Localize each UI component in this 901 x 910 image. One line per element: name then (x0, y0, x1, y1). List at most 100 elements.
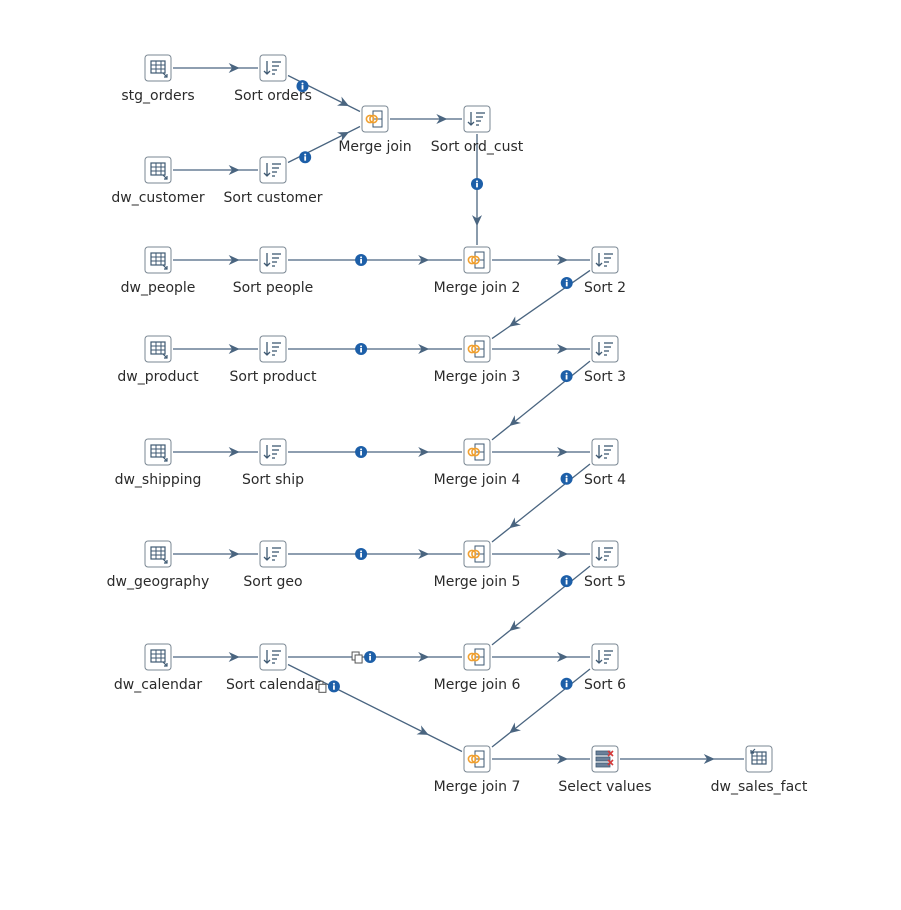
hop-sort_orders-to-merge_join[interactable] (287, 74, 361, 113)
hop-sort_5-to-merge_join_6[interactable] (491, 565, 591, 646)
step-select-values[interactable] (591, 745, 619, 773)
step-label: dw_geography (106, 574, 210, 590)
step-sort-people[interactable] (259, 246, 287, 274)
step-label: Sort 4 (583, 472, 627, 488)
step-sort-4[interactable] (591, 438, 619, 466)
step-merge-join-2[interactable] (463, 246, 491, 274)
hop-merge_join_6-to-sort_6[interactable] (492, 652, 590, 662)
step-sort-product[interactable] (259, 335, 287, 363)
hop-merge_join_5-to-sort_5[interactable] (492, 549, 590, 559)
hop-dw_calendar-to-sort_calendar[interactable] (173, 652, 258, 662)
info-icon[interactable] (471, 177, 483, 190)
sort-rows-icon (591, 335, 619, 363)
info-icon[interactable] (355, 254, 368, 266)
table-input-icon (144, 156, 172, 184)
hop-stg_orders-to-sort_orders[interactable] (173, 63, 258, 73)
step-dw-sales-fact[interactable] (745, 745, 773, 773)
info-icon[interactable] (560, 276, 573, 289)
hop-arrow-icon (228, 63, 240, 73)
hop-dw_customer-to-sort_customer[interactable] (173, 165, 258, 175)
info-icon[interactable] (355, 446, 368, 458)
hop-merge_join_3-to-sort_3[interactable] (492, 344, 590, 354)
hop-arrow-icon (418, 344, 430, 354)
info-icon[interactable] (560, 575, 573, 588)
info-icon[interactable] (355, 548, 368, 560)
step-sort-6[interactable] (591, 643, 619, 671)
sort-rows-icon (591, 246, 619, 274)
hop-sort_ord_cust-to-merge_join_2[interactable] (471, 134, 483, 245)
hop-arrow-icon (228, 549, 240, 559)
step-dw-shipping[interactable] (144, 438, 172, 466)
hop-sort_3-to-merge_join_4[interactable] (491, 360, 591, 441)
step-label: Merge join 2 (433, 280, 521, 296)
info-icon[interactable] (560, 677, 573, 690)
hop-sort_2-to-merge_join_3[interactable] (491, 269, 591, 340)
step-stg-orders[interactable] (144, 54, 172, 82)
step-merge-join-3[interactable] (463, 335, 491, 363)
step-label: Sort ship (241, 472, 305, 488)
hop-select_values-to-dw_sales_fact[interactable] (620, 754, 744, 764)
info-icon[interactable] (296, 80, 309, 93)
hop-arrow-icon (228, 344, 240, 354)
step-sort-customer[interactable] (259, 156, 287, 184)
step-label: Merge join 3 (433, 369, 521, 385)
copy-rows-icon (315, 680, 327, 693)
step-label: Sort geo (243, 574, 303, 590)
step-merge-join-4[interactable] (463, 438, 491, 466)
hop-arrow-icon (418, 549, 430, 559)
info-icon[interactable] (364, 651, 377, 663)
step-sort-5[interactable] (591, 540, 619, 568)
select-values-icon (591, 745, 619, 773)
sort-rows-icon (259, 156, 287, 184)
hop-sort_customer-to-merge_join[interactable] (287, 125, 361, 164)
hop-sort_6-to-merge_join_7[interactable] (491, 668, 591, 748)
step-dw-product[interactable] (144, 335, 172, 363)
step-sort-3[interactable] (591, 335, 619, 363)
sort-rows-icon (259, 643, 287, 671)
hop-arrow-icon (509, 620, 521, 632)
hop-dw_people-to-sort_people[interactable] (173, 255, 258, 265)
step-sort-geo[interactable] (259, 540, 287, 568)
step-sort-ord-cust[interactable] (463, 105, 491, 133)
step-dw-geography[interactable] (144, 540, 172, 568)
info-icon[interactable] (560, 472, 573, 485)
hop-sort_people-to-merge_join_2[interactable] (288, 254, 462, 266)
sort-rows-icon (591, 438, 619, 466)
info-icon[interactable] (560, 370, 573, 383)
hop-sort_calendar-to-merge_join_6[interactable] (288, 651, 462, 664)
info-icon[interactable] (355, 343, 368, 355)
hop-sort_ship-to-merge_join_4[interactable] (288, 446, 462, 458)
step-sort-orders[interactable] (259, 54, 287, 82)
info-icon[interactable] (299, 151, 312, 164)
step-dw-calendar[interactable] (144, 643, 172, 671)
step-dw-people[interactable] (144, 246, 172, 274)
table-input-icon (144, 438, 172, 466)
step-label: Sort ord_cust (430, 139, 524, 155)
step-sort-ship[interactable] (259, 438, 287, 466)
hop-dw_geography-to-sort_geo[interactable] (173, 549, 258, 559)
hop-sort_calendar-to-merge_join_7[interactable] (287, 663, 463, 753)
step-dw-customer[interactable] (144, 156, 172, 184)
step-label: Merge join 6 (433, 677, 521, 693)
hop-sort_geo-to-merge_join_5[interactable] (288, 548, 462, 560)
hop-sort_4-to-merge_join_5[interactable] (491, 463, 591, 543)
hop-sort_product-to-merge_join_3[interactable] (288, 343, 462, 355)
hop-arrow-icon (557, 255, 569, 265)
step-label: dw_sales_fact (710, 779, 808, 795)
hop-merge_join_4-to-sort_4[interactable] (492, 447, 590, 457)
step-sort-calendar[interactable] (259, 643, 287, 671)
hop-merge_join-to-sort_ord_cust[interactable] (390, 114, 462, 124)
hop-dw_product-to-sort_product[interactable] (173, 344, 258, 354)
step-merge-join[interactable] (361, 105, 389, 133)
info-icon[interactable] (327, 680, 340, 693)
hop-merge_join_7-to-select_values[interactable] (492, 754, 590, 764)
step-merge-join-5[interactable] (463, 540, 491, 568)
hop-merge_join_2-to-sort_2[interactable] (492, 255, 590, 265)
step-sort-2[interactable] (591, 246, 619, 274)
step-merge-join-7[interactable] (463, 745, 491, 773)
hop-dw_shipping-to-sort_ship[interactable] (173, 447, 258, 457)
step-merge-join-6[interactable] (463, 643, 491, 671)
merge-join-icon (463, 540, 491, 568)
merge-join-icon (361, 105, 389, 133)
